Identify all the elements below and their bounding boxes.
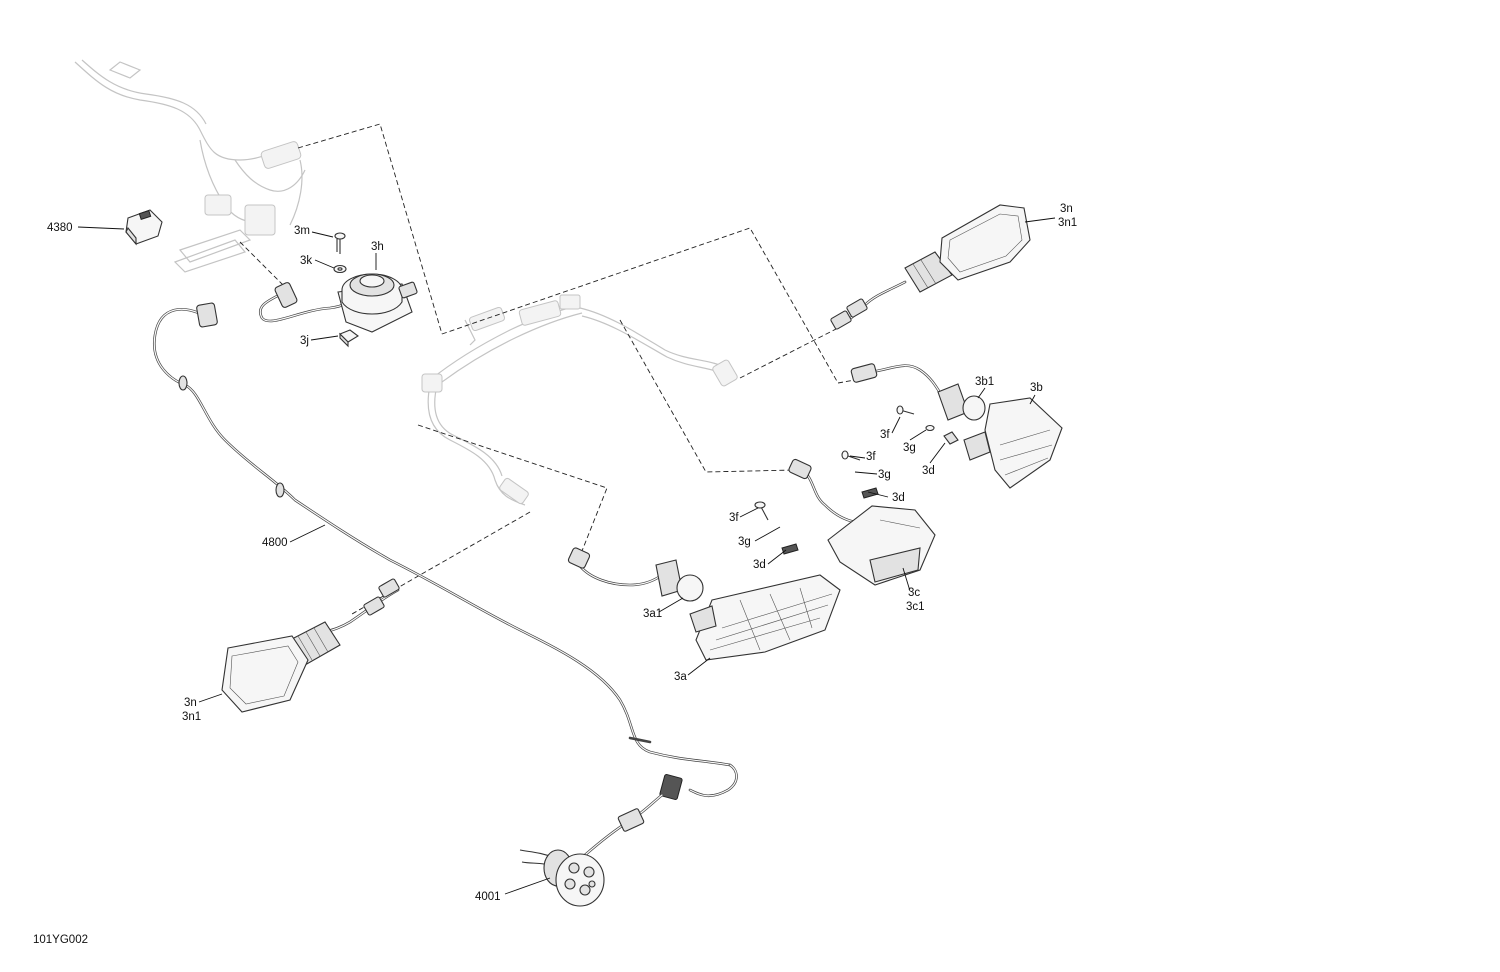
callout-3g-a: 3g (903, 442, 916, 454)
callout-3n-bottom: 3n (184, 697, 197, 709)
part-4380-connector (125, 209, 163, 246)
callout-3n-top: 3n (1060, 203, 1073, 215)
part-3a-lamp (567, 501, 841, 661)
part-3h-horn (259, 273, 418, 333)
figure-id: 101YG002 (33, 934, 88, 946)
callout-3n1-bottom: 3n1 (182, 711, 201, 723)
callout-3f-c: 3f (729, 512, 739, 524)
callout-3d-b: 3d (892, 492, 905, 504)
callout-3g-c: 3g (738, 536, 751, 548)
callout-4001: 4001 (475, 891, 501, 903)
callout-labels: 4380 3m 3h 3k 3j 4800 3n 3n1 3b1 3b 3f 3… (47, 203, 1077, 903)
callout-3f-b: 3f (866, 451, 876, 463)
part-3c-lamp (788, 450, 936, 586)
ghost-main-harness (74, 59, 306, 273)
callout-3j: 3j (300, 335, 309, 347)
callout-3a1: 3a1 (643, 608, 662, 620)
callout-3b1: 3b1 (975, 376, 994, 388)
callout-3k: 3k (300, 255, 312, 267)
part-4800-cable (152, 302, 738, 801)
ghost-rear-harness (421, 294, 738, 506)
part-3b-lamp (850, 363, 1063, 489)
callout-3d-a: 3d (922, 465, 935, 477)
callout-3c1: 3c1 (906, 601, 925, 613)
callout-3m: 3m (294, 225, 310, 237)
callout-3d-c: 3d (753, 559, 766, 571)
callout-3h: 3h (371, 241, 384, 253)
part-3n-turn-signal-left (221, 578, 400, 713)
callout-3n1-top: 3n1 (1058, 217, 1077, 229)
part-3j-nut (339, 329, 359, 348)
part-3n-turn-signal-right (830, 204, 1031, 330)
callout-4800: 4800 (262, 537, 288, 549)
part-4001-socket (519, 793, 664, 907)
leader-lines (77, 217, 1056, 895)
callout-3b: 3b (1030, 382, 1043, 394)
callout-3f-a: 3f (880, 429, 890, 441)
part-3k-washer (333, 264, 347, 274)
callout-4380: 4380 (47, 222, 73, 234)
callout-3c: 3c (908, 587, 920, 599)
part-3m-screw (334, 232, 346, 254)
callout-3g-b: 3g (878, 469, 891, 481)
callout-3a: 3a (674, 671, 687, 683)
assembly-dashed-lines (239, 123, 856, 615)
